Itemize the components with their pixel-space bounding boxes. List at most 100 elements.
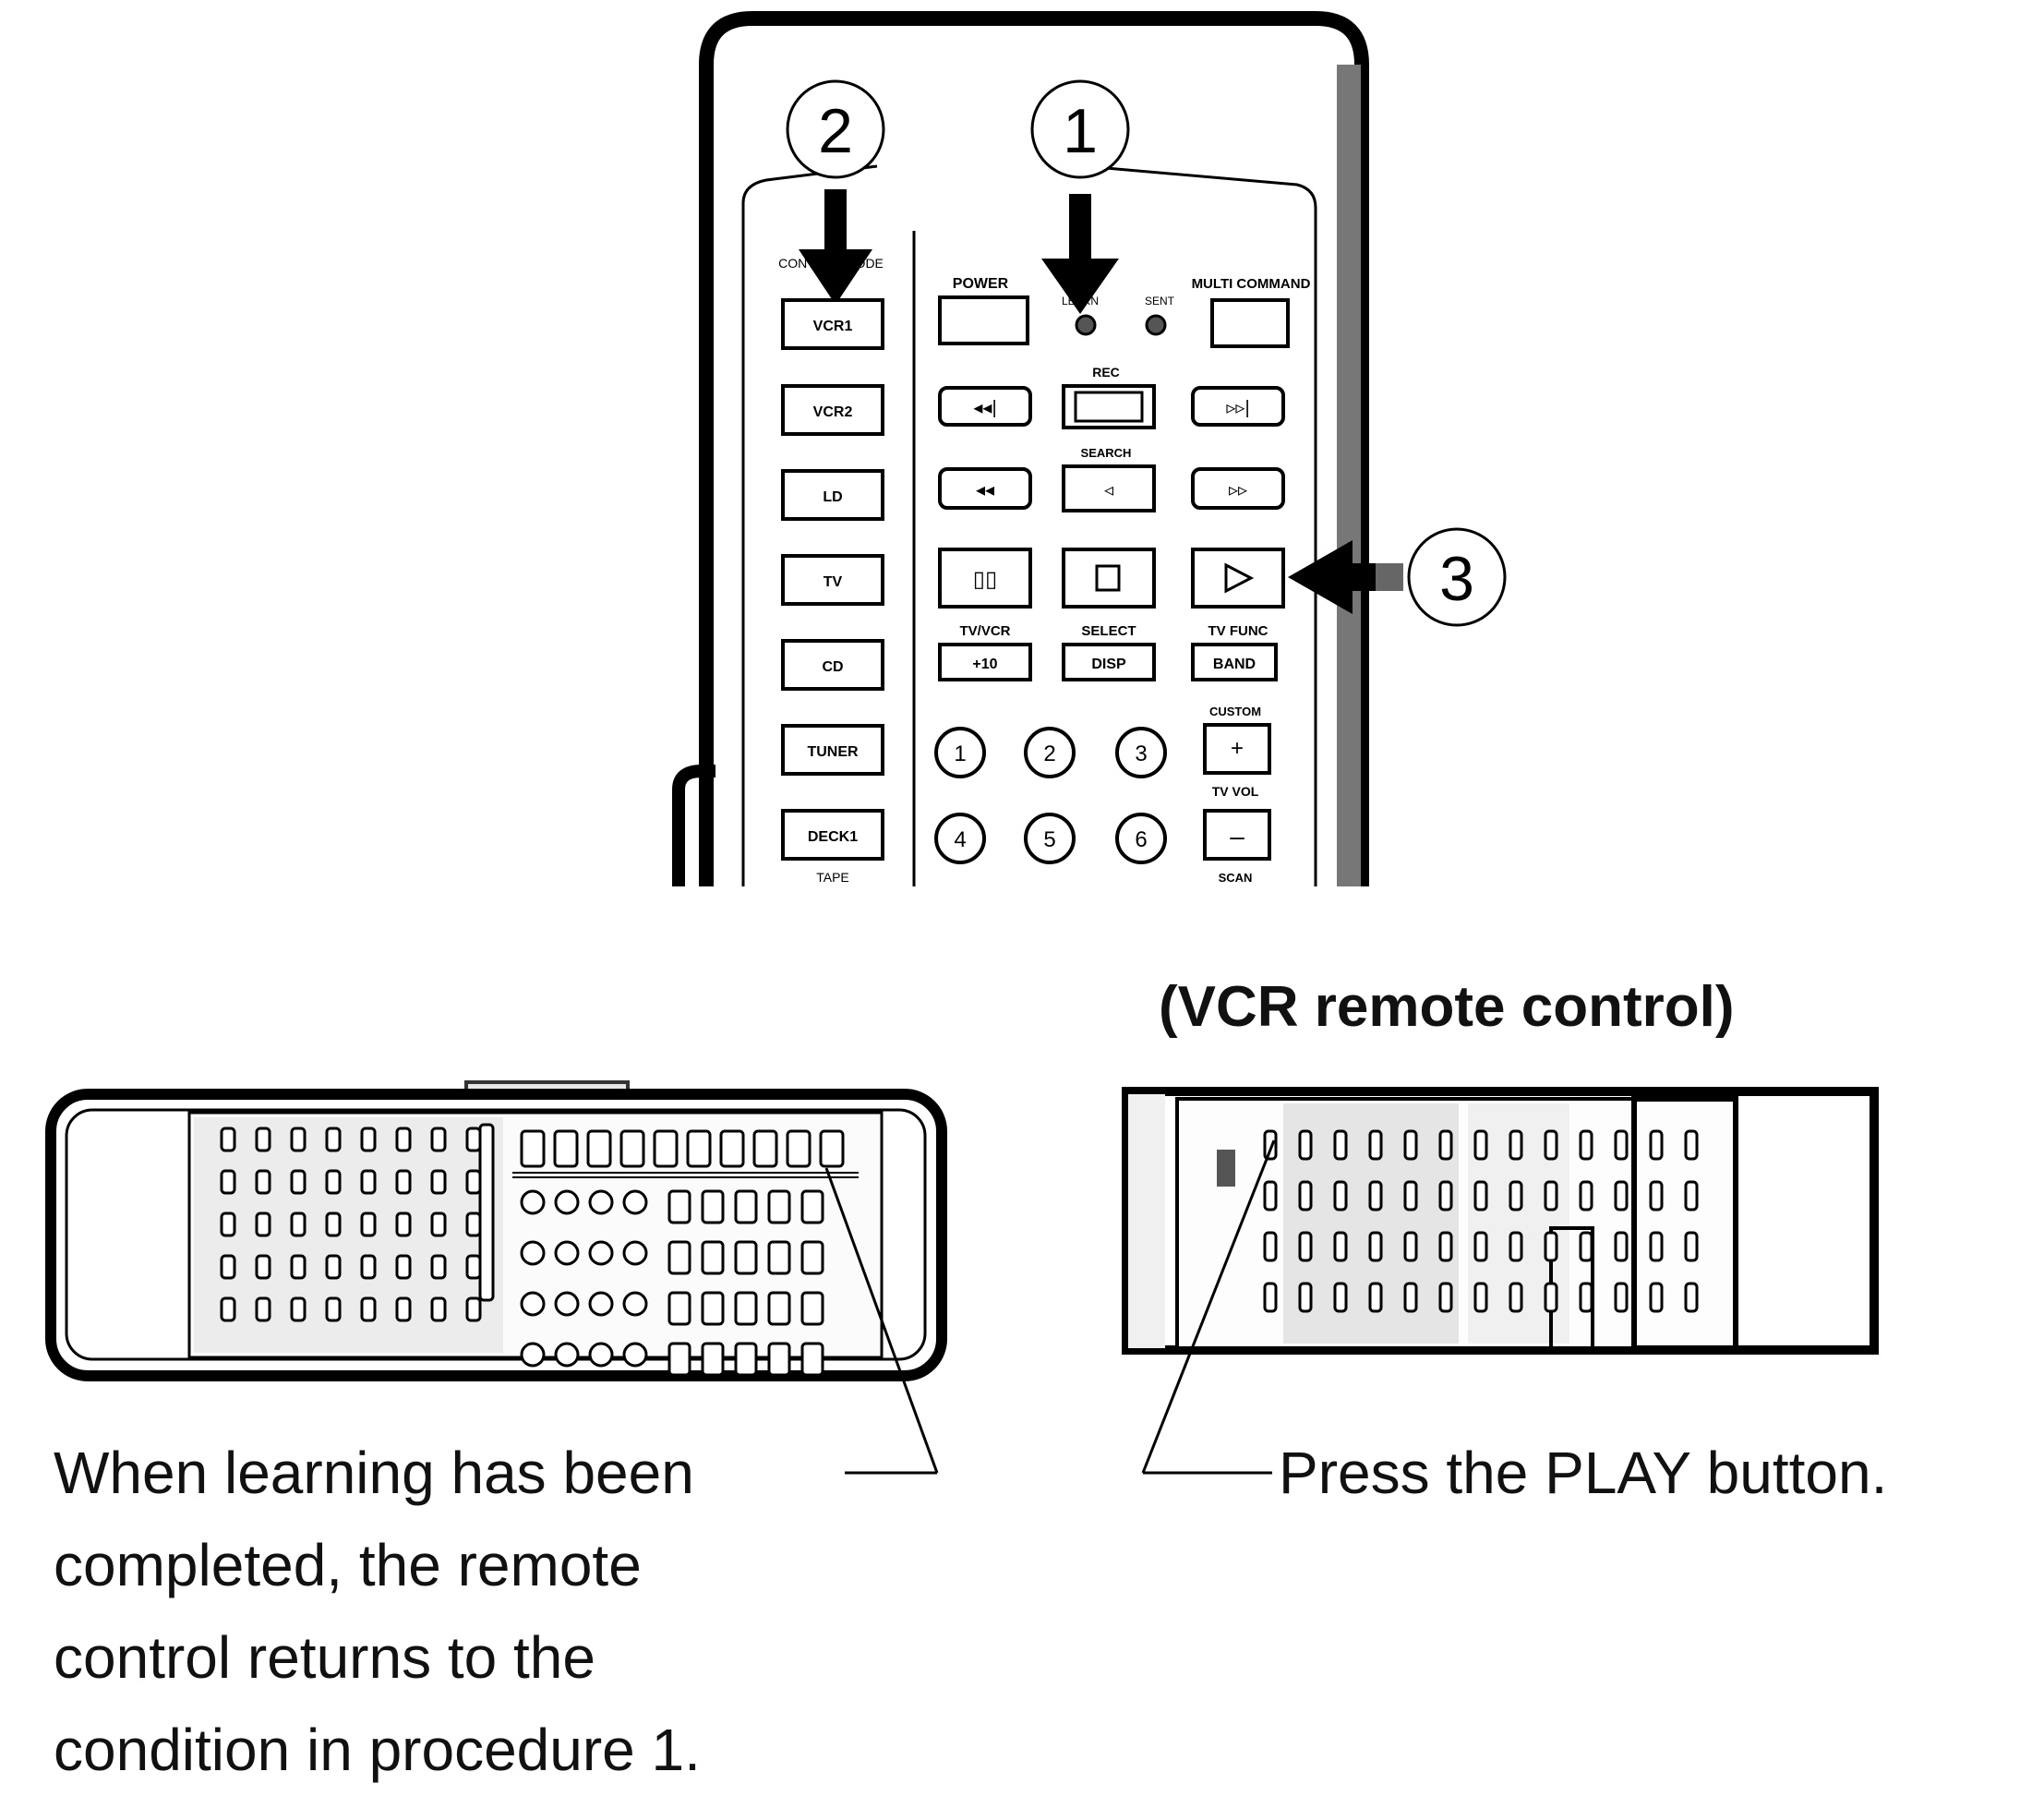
mini-round-button [588,1291,614,1317]
vcr-mini-button [1684,1282,1699,1313]
arrow-down-step1 [1041,194,1119,314]
vcr-remote [1122,1087,1879,1475]
mini-button [719,1129,745,1168]
svg-text:1: 1 [954,741,966,766]
step-2-marker: 2 [786,79,885,179]
vcr-mini-button [1579,1282,1593,1313]
mini-button [220,1254,236,1280]
svg-text:BAND: BAND [1213,657,1256,672]
mini-round-button [554,1189,580,1215]
vcr-mini-button [1684,1231,1699,1262]
vcr-mini-button [1438,1282,1453,1313]
svg-text:LD: LD [823,489,842,505]
rewind-button[interactable]: ◂◂ [938,467,1032,510]
vcr-mini-button [1509,1180,1523,1211]
number-button-1[interactable]: 1 [934,727,986,778]
mini-button [325,1169,342,1195]
svg-text:VCR1: VCR1 [813,319,853,334]
source-button-vcr2[interactable]: VCR2 [781,384,884,436]
pause-button[interactable]: ▯▯ [938,548,1032,609]
vcr-mini-button [1403,1180,1418,1211]
vcr-mini-button [1544,1129,1558,1161]
mini-button [800,1342,824,1377]
mini-button [465,1169,482,1195]
stop-button[interactable] [1062,548,1156,609]
vcr-mini-button [1263,1129,1278,1161]
vcr-mini-button [1473,1282,1488,1313]
number-button-6[interactable]: 6 [1115,813,1167,864]
learning-complete-caption: When learning has been completed, the re… [54,1427,701,1796]
source-button-tv[interactable]: TV [781,554,884,606]
vcr-mini-button [1579,1129,1593,1161]
callout-line-learning [824,1167,939,1474]
mini-button [800,1291,824,1326]
mini-button [819,1129,845,1168]
plus10-button[interactable]: +10 [938,643,1032,681]
multi-command-button[interactable] [1210,298,1290,348]
svg-text:2: 2 [1043,741,1055,766]
mini-button [767,1342,791,1377]
source-button-deck1[interactable]: DECK1 [781,809,884,861]
number-button-5[interactable]: 5 [1024,813,1076,864]
remote-side-shade [1337,65,1361,886]
vcr-mini-button [1544,1231,1558,1262]
mini-button [800,1189,824,1224]
vcr-mini-button [1473,1129,1488,1161]
mini-button [255,1296,271,1322]
vcr-play-callout-line [1141,1139,1276,1474]
mini-button [290,1296,307,1322]
mini-button [767,1291,791,1326]
mini-round-button [588,1342,614,1368]
vcr-mini-button [1298,1129,1313,1161]
mini-button [767,1240,791,1275]
number-button-4[interactable]: 4 [934,813,986,864]
source-button-vcr1[interactable]: VCR1 [781,298,884,350]
mini-button [786,1129,812,1168]
skip-forward-button[interactable]: ▹▹| [1191,386,1285,427]
remote-side-bump [672,765,715,886]
vcr-mini-button [1333,1231,1348,1262]
mini-button [255,1169,271,1195]
source-button-cd[interactable]: CD [781,639,884,691]
vcr-mini-button [1403,1282,1418,1313]
mini-round-button [520,1291,546,1317]
number-button-2[interactable]: 2 [1024,727,1076,778]
disp-button[interactable]: DISP [1062,643,1156,681]
vcr-mini-button [1263,1282,1278,1313]
vcr-mini-button [1473,1180,1488,1211]
band-button[interactable]: BAND [1191,643,1278,681]
rec-button[interactable] [1062,384,1156,429]
vcr-mini-button [1368,1180,1383,1211]
search-label: SEARCH [1081,446,1132,460]
mini-button [325,1296,342,1322]
vcr-mini-button [1438,1180,1453,1211]
mini-button [465,1254,482,1280]
skip-back-button[interactable]: ◂◂| [938,386,1032,427]
mini-button [667,1240,691,1275]
tv-vol-up-button[interactable]: + [1203,723,1271,775]
reverse-play-button[interactable]: ◃ [1062,464,1156,512]
power-button[interactable] [938,295,1029,345]
source-button-ld[interactable]: LD [781,469,884,521]
tv-vol-down-button[interactable]: – [1203,809,1271,861]
mini-button [290,1254,307,1280]
fast-forward-button[interactable]: ▹▹ [1191,467,1285,510]
mini-button [325,1254,342,1280]
svg-text:▹▹: ▹▹ [1229,480,1247,500]
mini-button [220,1127,236,1152]
mini-button [395,1211,412,1237]
source-button-tuner[interactable]: TUNER [781,724,884,776]
svg-text:CD: CD [822,659,843,675]
mini-button [734,1240,758,1275]
vcr-mini-button [1544,1282,1558,1313]
number-button-3[interactable]: 3 [1115,727,1167,778]
vcr-mini-button [1298,1231,1313,1262]
play-button[interactable] [1191,548,1285,609]
button-grid-right [520,1129,845,1377]
mini-button [430,1127,447,1152]
vcr-mini-button [1649,1282,1664,1313]
vcr-mini-button [1403,1231,1418,1262]
learn-label: LEARN [1062,295,1099,307]
vcr-mini-button [1368,1231,1383,1262]
